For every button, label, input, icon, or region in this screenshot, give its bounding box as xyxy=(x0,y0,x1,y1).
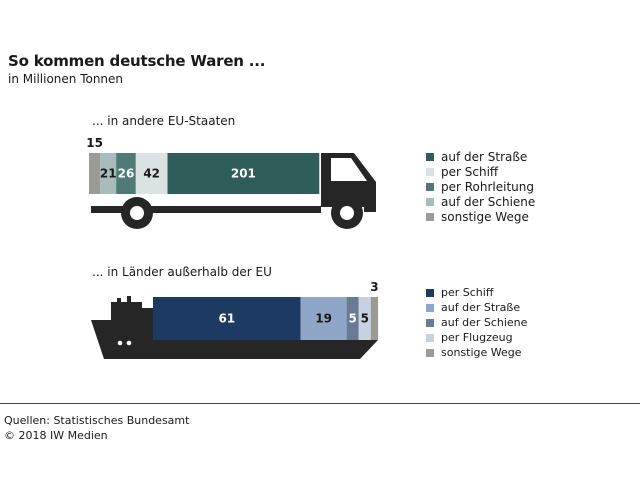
data-label-sonstige-wege: 15 xyxy=(86,136,103,150)
legend-item-sonstige-wege: sonstige Wege xyxy=(426,345,527,360)
copyright-note: © 2018 IW Medien xyxy=(4,429,108,442)
data-label-per-flugzeug: 5 xyxy=(361,312,369,326)
legend-swatch xyxy=(426,333,434,342)
legend-swatch xyxy=(426,348,434,357)
legend-item-auf-der-strasse: auf der Straße xyxy=(426,149,535,164)
bar-auf-der-strasse xyxy=(167,153,320,194)
bar-per-schiff xyxy=(135,153,168,194)
data-label-per-rohrleitung: 26 xyxy=(118,167,135,181)
data-label-per-schiff: 42 xyxy=(143,167,160,181)
section-title-eu: ... in andere EU-Staaten xyxy=(92,114,236,128)
section-title-non-eu: ... in Länder außerhalb der EU xyxy=(92,265,272,279)
legend-item-sonstige-wege: sonstige Wege xyxy=(426,209,535,224)
legend-swatch xyxy=(426,182,434,191)
bar-auf-der-schiene xyxy=(100,153,117,194)
bar-per-flugzeug xyxy=(358,297,371,340)
legend-item-per-schiff: per Schiff xyxy=(426,164,535,179)
ship-icon xyxy=(91,296,378,359)
legend-item-auf-der-schiene: auf der Schiene xyxy=(426,194,535,209)
legend-swatch xyxy=(426,152,434,161)
data-label-auf-der-schiene: 5 xyxy=(348,312,356,326)
bar-sonstige-wege xyxy=(370,297,379,340)
legend-non-eu: per Schiff auf der Straße auf der Schiene p… xyxy=(426,285,527,360)
footer: Quellen: Statistisches Bundesamt © 2018 … xyxy=(4,413,189,443)
legend-swatch xyxy=(426,197,434,206)
bar-sonstige-wege xyxy=(89,153,101,194)
legend-label: per Schiff xyxy=(441,164,499,179)
legend-label: sonstige Wege xyxy=(441,346,522,359)
chart-title: So kommen deutsche Waren ... xyxy=(8,52,266,70)
legend-item-auf-der-schiene: auf der Schiene xyxy=(426,315,527,330)
legend-label: per Rohrleitung xyxy=(441,179,535,194)
legend-swatch xyxy=(426,288,434,297)
bar-auf-der-schiene xyxy=(346,297,359,340)
data-label-auf-der-strasse: 201 xyxy=(231,167,256,181)
legend-label: auf der Straße xyxy=(441,149,528,164)
legend-swatch xyxy=(426,303,434,312)
truck-icon xyxy=(91,153,376,229)
data-label-sonstige-wege: 3 xyxy=(370,280,378,294)
legend-swatch xyxy=(426,167,434,176)
legend-item-auf-der-strasse: auf der Straße xyxy=(426,300,527,315)
data-label-auf-der-schiene: 21 xyxy=(100,167,117,181)
legend-item-per-schiff: per Schiff xyxy=(426,285,527,300)
legend-swatch xyxy=(426,212,434,221)
legend-label: per Flugzeug xyxy=(441,331,513,344)
bar-per-rohrleitung xyxy=(116,153,136,194)
source-note: Quellen: Statistisches Bundesamt xyxy=(4,414,190,427)
legend-label: per Schiff xyxy=(441,286,494,299)
footer-divider xyxy=(0,403,640,404)
legend-label: sonstige Wege xyxy=(441,209,529,224)
chart-subtitle: in Millionen Tonnen xyxy=(8,72,124,86)
legend-item-per-flugzeug: per Flugzeug xyxy=(426,330,527,345)
legend-label: auf der Straße xyxy=(441,301,521,314)
legend-swatch xyxy=(426,318,434,327)
bar-per-schiff xyxy=(153,297,301,340)
legend-label: auf der Schiene xyxy=(441,194,536,209)
legend-item-per-rohrleitung: per Rohrleitung xyxy=(426,179,535,194)
legend-label: auf der Schiene xyxy=(441,316,528,329)
data-label-auf-der-strasse: 19 xyxy=(315,312,332,326)
data-label-per-schiff: 61 xyxy=(218,312,235,326)
bar-auf-der-strasse xyxy=(300,297,347,340)
